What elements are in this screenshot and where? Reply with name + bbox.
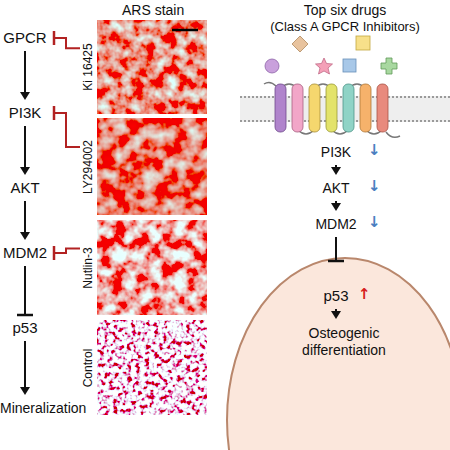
pathway-arrow <box>331 165 341 175</box>
connector-line <box>24 126 26 169</box>
inhibition-bar <box>53 106 56 120</box>
pathway-step: AKT <box>310 178 362 198</box>
inhibition-bar <box>328 260 344 263</box>
change-arrow: ↓ <box>368 213 381 231</box>
receptor-helix <box>360 84 371 132</box>
change-arrow: ↓ <box>368 177 381 195</box>
pathway-arrow <box>20 126 30 175</box>
node-label: GPCR <box>3 29 46 47</box>
stain-image <box>97 220 207 315</box>
receptor-loop <box>281 84 382 134</box>
receptor-group: Top six drugs(Class A GPCR Inhibitors) <box>240 2 450 134</box>
inhibition-bar <box>17 314 33 317</box>
receptor-helix <box>343 84 354 132</box>
pathway-arrow <box>328 237 344 261</box>
node-label: MDM2 <box>3 244 47 262</box>
node-label: p53 <box>12 319 37 337</box>
node-label: PI3K <box>9 104 42 122</box>
stain-panel: LY294002 <box>80 118 207 215</box>
pathway-step: Mineralization <box>0 398 100 418</box>
connector-line <box>24 51 26 94</box>
pathway-step: p53 <box>316 286 356 306</box>
change-arrow: ↑ <box>358 285 371 303</box>
inhibition-bar <box>53 31 56 45</box>
inhibition-connector <box>54 106 80 147</box>
connector-line <box>54 249 80 254</box>
stain-image <box>97 320 207 415</box>
connector-line <box>54 38 80 48</box>
panel-label: LY294002 <box>81 140 95 194</box>
receptor-helix <box>275 84 286 132</box>
node-label: PI3K <box>321 144 351 161</box>
group-subheading: (Class A GPCR Inhibitors) <box>270 19 420 35</box>
scale-bar <box>172 29 198 32</box>
panel-label: Nutlin-3 <box>81 247 95 288</box>
group-heading: Top six drugs <box>304 2 386 19</box>
pathway-arrow <box>20 341 30 395</box>
receptor-helix <box>292 84 303 132</box>
pathway-step: PI3K <box>310 142 362 162</box>
inhibition-bar <box>53 246 56 260</box>
connector-line <box>54 113 80 147</box>
stain-panel: Nutlin-3 <box>80 220 207 315</box>
inhibition-connector <box>54 246 80 260</box>
node-label: Mineralization <box>0 400 86 417</box>
node-label: AKT <box>322 180 349 197</box>
arrow-head <box>20 232 30 240</box>
panel-heading: ARS stain <box>122 2 184 18</box>
ligand-icon <box>381 58 397 74</box>
arrow-head <box>20 387 30 395</box>
receptor-loop <box>386 132 400 137</box>
pathway-arrow <box>331 309 341 319</box>
arrow-head <box>20 92 30 100</box>
connector-line <box>335 201 337 205</box>
stain-panel: Ki 16425 <box>80 20 207 114</box>
receptor-helix <box>326 84 337 132</box>
pathway-step: MDM2 <box>0 243 50 263</box>
pathway-step: GPCR <box>0 28 50 48</box>
connector-line <box>24 201 26 234</box>
connector-line <box>335 309 337 313</box>
pathway-arrow <box>331 201 341 211</box>
connector-line <box>24 341 26 389</box>
node-label: p53 <box>323 287 348 305</box>
receptor-loop <box>264 82 276 86</box>
connector-line <box>335 165 337 169</box>
panel-label: Control <box>81 348 95 387</box>
pathway-step: MDM2 <box>310 214 362 234</box>
receptor-helix <box>377 84 388 132</box>
ligand-icon <box>343 59 356 72</box>
ligand-icon <box>316 58 333 74</box>
ligand-icon <box>265 59 279 73</box>
node-label: MDM2 <box>315 216 356 233</box>
arrow-head <box>331 203 341 211</box>
cell-nucleus <box>227 258 450 450</box>
ligand-icon <box>356 36 370 50</box>
node-label: AKT <box>10 179 39 197</box>
stain-panel: Control <box>80 320 207 415</box>
panel-label: Ki 16425 <box>81 43 95 90</box>
pathway-arrow <box>17 266 33 315</box>
stain-image <box>97 118 207 215</box>
pathway-step: p53 <box>0 318 50 338</box>
pathway-step: AKT <box>0 178 50 198</box>
arrow-head <box>331 311 341 319</box>
ligand-icon <box>292 36 308 52</box>
pathway-arrow <box>20 51 30 100</box>
receptor-helix <box>309 84 320 132</box>
change-arrow: ↓ <box>368 141 381 159</box>
stain-image <box>97 20 207 114</box>
pathway-step: PI3K <box>0 103 50 123</box>
outcome-text: Osteogenic differentiation <box>286 322 402 362</box>
arrow-head <box>331 167 341 175</box>
pathway-arrow <box>20 201 30 240</box>
connector-line <box>24 266 26 315</box>
node-label: Osteogenic differentiation <box>286 325 402 359</box>
inhibition-connector <box>54 31 80 48</box>
connector-line <box>335 237 337 261</box>
arrow-head <box>20 167 30 175</box>
